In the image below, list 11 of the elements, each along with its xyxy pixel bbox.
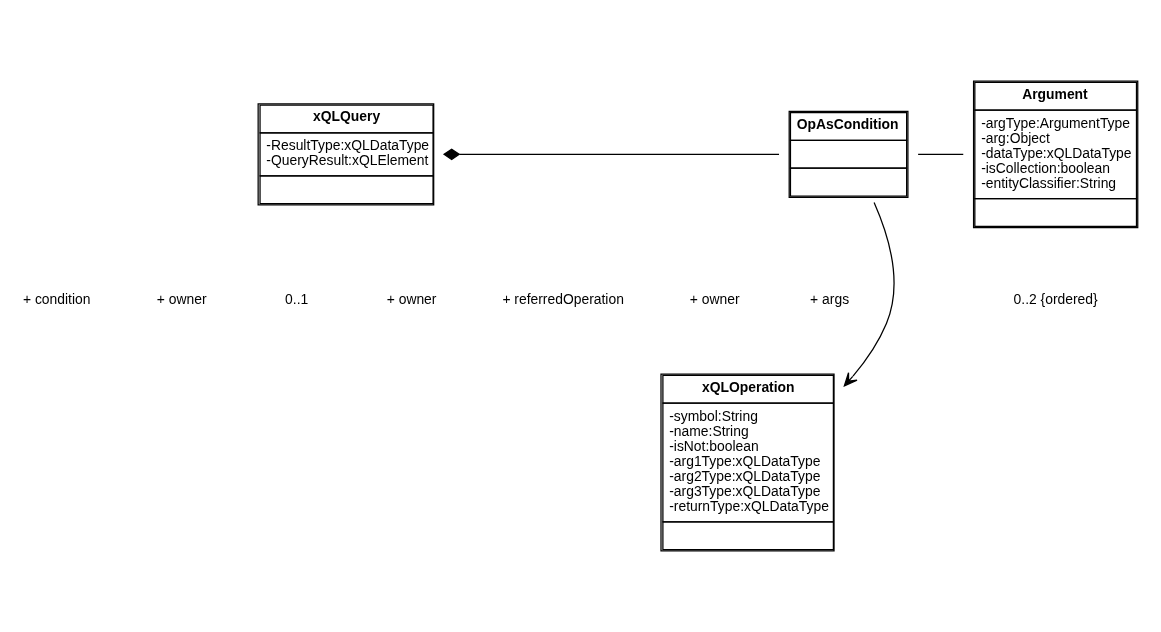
- connector: [917, 153, 964, 155]
- label: + referredOperation: [502, 291, 624, 308]
- label: + owner: [156, 291, 207, 308]
- label: + args: [810, 291, 850, 308]
- label: 0..1: [285, 291, 309, 308]
- arrow: [843, 201, 895, 387]
- label: + owner: [689, 291, 740, 308]
- label: 0..2 {ordered}: [1013, 291, 1098, 308]
- label: + owner: [386, 291, 437, 308]
- label: + condition: [22, 291, 91, 308]
- connector: [442, 148, 780, 161]
